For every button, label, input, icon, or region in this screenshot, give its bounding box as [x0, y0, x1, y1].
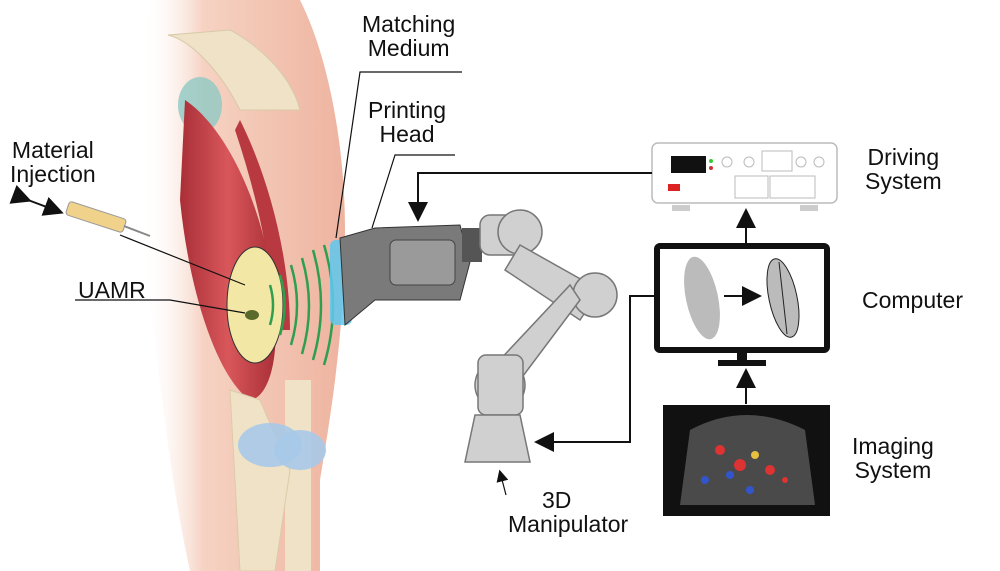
- label-material-injection: Material Injection: [10, 138, 96, 186]
- label-matching-medium: Matching Medium: [362, 12, 455, 60]
- label-line: System: [865, 168, 942, 194]
- ultrasound-image: [663, 405, 830, 516]
- label-imaging-system: Imaging System: [852, 434, 934, 482]
- label-line: 3D: [542, 487, 572, 513]
- label-uamr: UAMR: [78, 277, 146, 303]
- label-line: Printing: [368, 97, 446, 123]
- label-line: Imaging: [852, 433, 934, 459]
- label-line: Injection: [10, 161, 96, 187]
- label-line: System: [854, 457, 932, 483]
- label-computer: Computer: [862, 287, 963, 313]
- label-printing-head: Printing Head: [368, 98, 446, 146]
- driving-system-device: [651, 142, 838, 211]
- robot-manipulator: [464, 209, 618, 463]
- uamr-robot: [245, 310, 259, 320]
- syringe-icon: [9, 185, 151, 237]
- label-line: Material: [11, 137, 94, 163]
- label-line: Manipulator: [508, 511, 629, 537]
- label-line: Matching: [362, 11, 456, 37]
- uamr-region: [226, 246, 284, 364]
- printing-head: [339, 224, 482, 327]
- computer-monitor: [654, 243, 830, 366]
- label-line: Head: [379, 121, 435, 147]
- label-driving-system: Driving System: [865, 145, 942, 193]
- label-3d-manipulator: 3D Manipulator: [508, 488, 628, 536]
- connector-arrows: [408, 172, 756, 452]
- label-line: Driving: [867, 144, 940, 170]
- label-line: Medium: [367, 35, 450, 61]
- leader-lines: [75, 71, 509, 496]
